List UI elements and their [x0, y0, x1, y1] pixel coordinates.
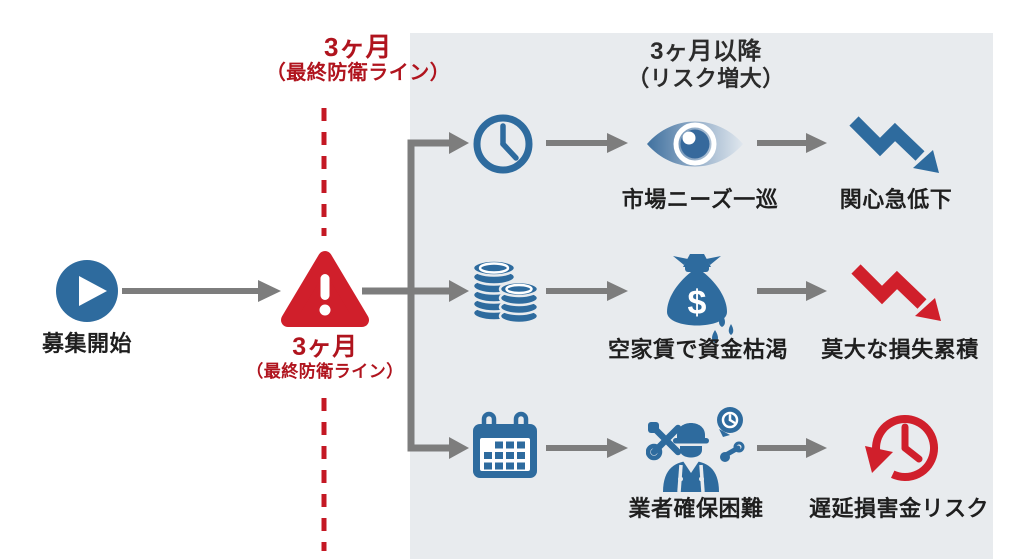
warning-icon — [281, 251, 369, 327]
row2-cause-label: 空家賃で資金枯渇 — [607, 337, 788, 362]
money-bag-icon: $ — [667, 254, 734, 343]
milestone-title: 3ヶ月 — [292, 333, 358, 361]
trend-down-blue-icon — [849, 116, 939, 173]
coins-icon — [471, 259, 540, 325]
worker-icon — [646, 407, 745, 492]
calendar-icon — [473, 411, 537, 478]
branch-arrows — [411, 132, 469, 459]
row-arrows-mid — [546, 133, 628, 458]
eye-icon — [647, 121, 743, 167]
play-icon — [56, 260, 118, 322]
row1-cause-label: 市場ニーズ一巡 — [621, 187, 779, 212]
history-clock-icon — [865, 415, 939, 482]
panel-header-subtitle: （リスク増大） — [627, 66, 785, 91]
trend-down-red-icon — [851, 264, 941, 321]
dollar-symbol: $ — [688, 284, 707, 322]
milestone-subtitle: （最終防衛ライン） — [246, 362, 404, 381]
arrow-start-to-warning — [122, 280, 281, 302]
panel-header-title: 3ヶ月以降 — [650, 38, 762, 65]
start-label: 募集開始 — [41, 331, 132, 356]
deadline-top-title: 3ヶ月 — [324, 32, 392, 62]
branch-spine — [362, 139, 415, 452]
row1-effect-label: 関心急低下 — [839, 187, 953, 212]
clock-icon — [473, 114, 533, 174]
row2-effect-label: 莫大な損失累積 — [821, 337, 979, 362]
row3-effect-label: 遅延損害金リスク — [808, 496, 989, 521]
deadline-top-subtitle: （最終防衛ライン） — [265, 62, 451, 84]
row-arrows-end — [757, 133, 827, 458]
row3-cause-label: 業者確保困難 — [628, 496, 764, 521]
